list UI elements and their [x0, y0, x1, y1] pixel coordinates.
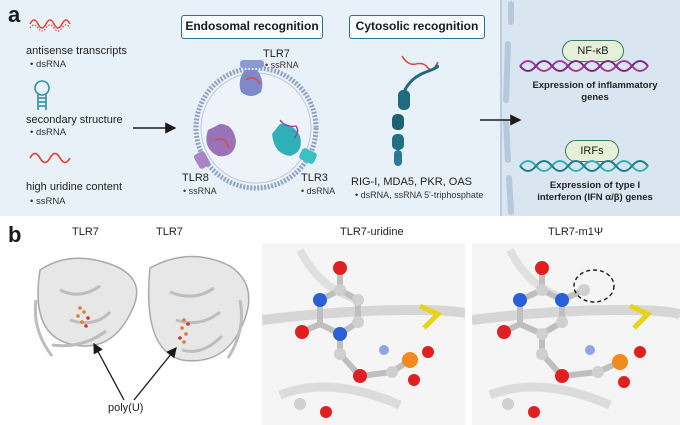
tlr7-sub: • ssRNA — [265, 60, 299, 70]
antisense-rna-icon — [29, 19, 71, 29]
hairpin-rna-icon — [34, 80, 50, 110]
endosomal-title: Endosomal recognition — [181, 15, 323, 39]
polyu-ligand-left — [76, 306, 90, 328]
cytosolic-receptors-sub: • dsRNA, ssRNA 5'-triphosphate — [355, 190, 484, 200]
panel-a-letter: a — [8, 2, 21, 27]
cytosolic-title: Cytosolic recognition — [349, 15, 485, 39]
inflammatory-genes-text: Expression of inflammatory genes — [532, 80, 658, 103]
panel-b-letter: b — [8, 222, 22, 247]
source-secondary-label: secondary structure — [26, 114, 123, 126]
tlr8-label: TLR8 — [182, 172, 209, 184]
uridine-rna-icon — [29, 152, 71, 164]
tlr7-label: TLR7 — [263, 48, 290, 60]
polyu-ligand-right — [178, 318, 190, 344]
source-secondary-sub: • dsRNA — [30, 127, 67, 138]
polyu-arrow-left — [93, 342, 125, 401]
source-antisense-sub: • dsRNA — [30, 59, 67, 70]
tlr3-label: TLR3 — [301, 172, 328, 184]
type-i-ifn-text-line2: interferon (IFN α/β) genes — [537, 192, 653, 203]
tlr7-uridine-label: TLR7-uridine — [340, 226, 404, 238]
polyu-label: poly(U) — [108, 402, 144, 414]
tlr7-m1psi-structure — [472, 243, 680, 425]
tlr7-receptor-icon — [239, 60, 264, 96]
cytosolic-receptor-icon — [392, 55, 440, 166]
source-uridine-sub: • ssRNA — [30, 196, 66, 207]
cytosolic-receptors-label: RIG-I, MDA5, PKR, OAS — [351, 176, 473, 188]
tlr3-sub: • dsRNA — [301, 186, 336, 196]
irfs-pill: IRFs — [565, 140, 619, 162]
source-uridine-label: high uridine content — [26, 181, 123, 193]
endosome-membrane — [193, 65, 319, 191]
methyl-highlight — [573, 269, 615, 303]
tlr7-right-label: TLR7 — [156, 226, 183, 238]
dna-helix-bottom — [519, 160, 649, 172]
tlr7-left-label: TLR7 — [72, 226, 99, 238]
panel-a-graphics — [29, 1, 649, 215]
tlr7-dimer-ribbon — [33, 255, 250, 362]
type-i-ifn-text-line1: Expression of type I — [549, 180, 641, 191]
nucleus-region — [500, 0, 680, 216]
dna-helix-top — [519, 60, 649, 72]
tlr8-receptor-icon — [193, 124, 236, 169]
tlr8-sub: • ssRNA — [183, 186, 217, 196]
polyu-arrow-right — [133, 346, 177, 401]
tlr3-receptor-icon — [272, 119, 317, 164]
source-antisense-label: antisense transcripts — [26, 45, 127, 57]
tlr7-uridine-structure — [262, 243, 465, 425]
tlr7-m1psi-label: TLR7-m1Ψ — [548, 226, 604, 238]
nuclear-membrane — [503, 1, 514, 215]
